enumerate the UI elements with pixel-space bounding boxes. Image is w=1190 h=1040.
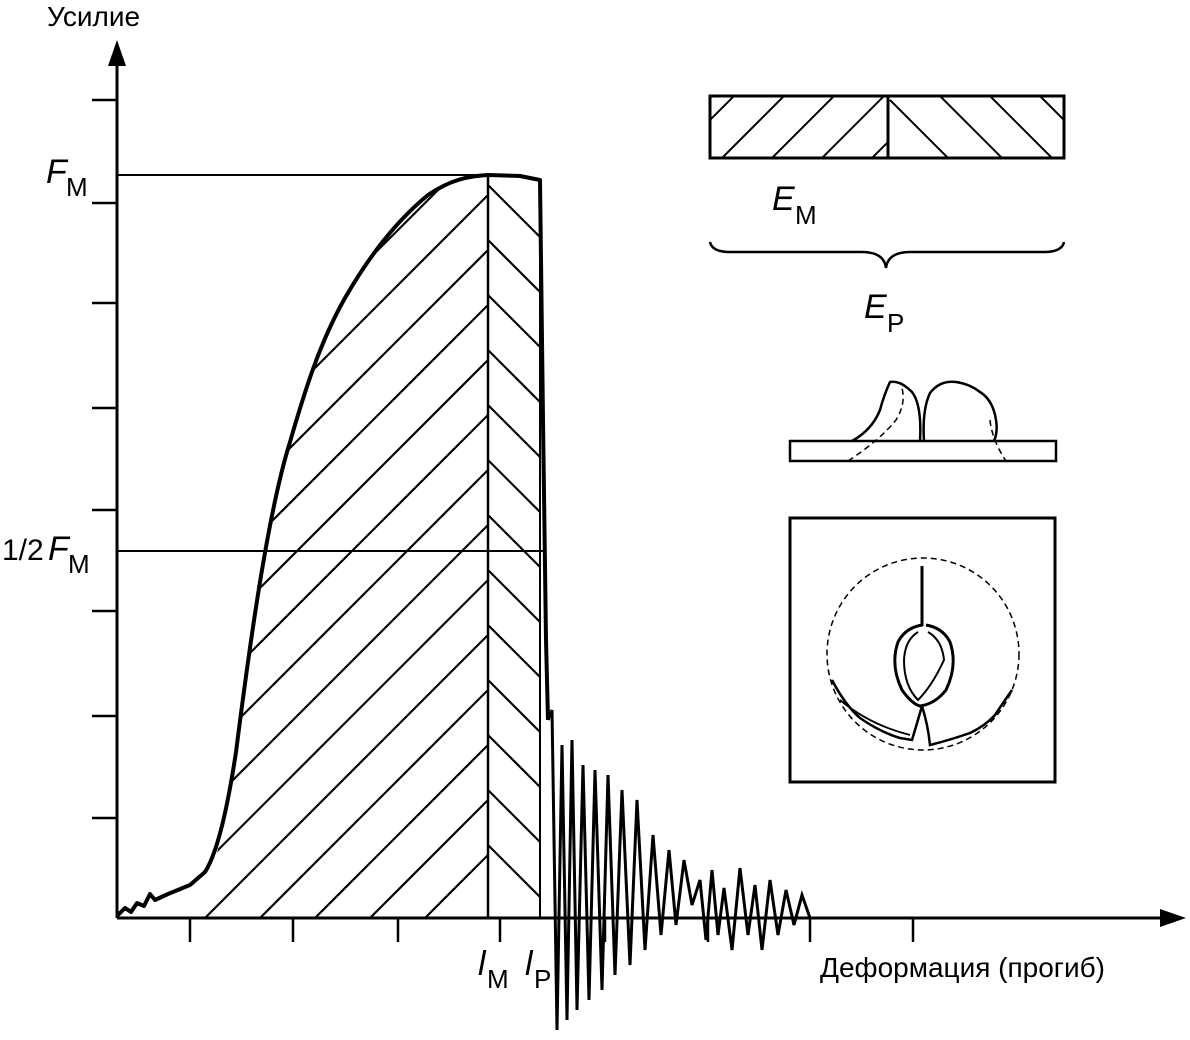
y-axis-ticks (92, 98, 117, 820)
specimen-side-view (788, 380, 1058, 463)
f-max-label: F M (46, 153, 88, 202)
x-axis (117, 909, 1186, 942)
energy-legend-bar (708, 94, 1066, 160)
hatch-area-e-max (158, 175, 488, 918)
x-axis-ticks (188, 918, 915, 942)
svg-text:P: P (534, 964, 551, 994)
svg-text:l: l (525, 945, 534, 983)
svg-text:M: M (795, 200, 817, 230)
oscillation-tail (546, 709, 850, 1031)
svg-text:E: E (772, 180, 795, 218)
svg-text:F: F (46, 153, 69, 191)
svg-text:M: M (68, 549, 90, 579)
x-axis-title: Деформация (прогиб) (820, 952, 1105, 983)
l-p-label: l P (525, 945, 551, 994)
svg-text:l: l (478, 945, 487, 983)
l-max-label: l M (478, 945, 509, 994)
e-max-label: E M (772, 180, 817, 230)
y-axis-title: Усилие (47, 1, 140, 32)
brace (708, 241, 1066, 269)
half-f-max-label: 1/2 F M (2, 530, 90, 579)
specimen-top-view (788, 516, 1057, 784)
hatch-area-e-p (488, 175, 540, 918)
svg-text:M: M (66, 172, 88, 202)
svg-text:P: P (887, 308, 904, 338)
e-p-label: E P (864, 288, 904, 338)
y-axis (92, 40, 126, 918)
svg-text:M: M (487, 964, 509, 994)
force-curve (115, 173, 550, 918)
svg-text:F: F (48, 530, 71, 568)
svg-text:E: E (864, 288, 887, 326)
svg-text:1/2: 1/2 (2, 534, 44, 567)
